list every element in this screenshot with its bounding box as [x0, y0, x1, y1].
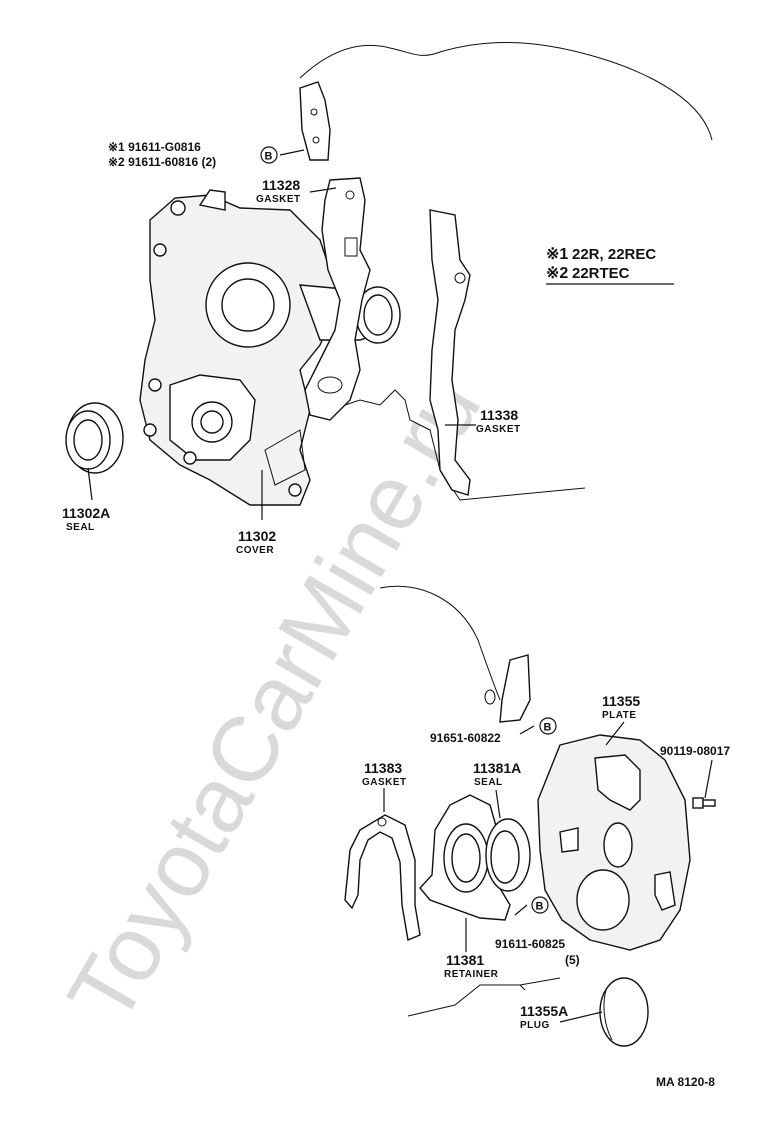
- part-number-91651: 91651-60822: [430, 731, 501, 745]
- note-1-text: 22R, 22REC: [572, 246, 656, 263]
- engine-block-outline-top: [299, 41, 713, 141]
- part-number-11381a: 11381A: [473, 760, 521, 776]
- part-name-11328: GASKET: [256, 194, 301, 205]
- marker-b-lower1-label: B: [544, 722, 552, 734]
- engine-block-outline-bottom: [379, 585, 501, 701]
- marker-b-lower1: [539, 717, 557, 735]
- part-number-11338: 11338: [480, 407, 518, 423]
- part-number-11302a: 11302A: [62, 505, 110, 521]
- part-name-11355a: PLUG: [520, 1020, 550, 1031]
- part-number-11302: 11302: [238, 528, 276, 544]
- seal-11302a: [65, 402, 124, 474]
- part-name-11383: GASKET: [362, 777, 407, 788]
- marker-b-lower2-label: B: [536, 901, 544, 913]
- bolt-90119: [692, 797, 716, 809]
- note-2-mark: ※2: [546, 265, 568, 282]
- leader-bracket-bottom: [519, 984, 526, 991]
- leader-11302a: [87, 467, 93, 501]
- part-number-90119: 90119-08017: [660, 744, 730, 758]
- part-number-11355a: 11355A: [520, 1003, 568, 1019]
- bolt-spec-line1: ※1 91611-G0816: [108, 140, 201, 154]
- leader-90119: [704, 759, 713, 799]
- leader-91651: [519, 725, 535, 735]
- part-number-11355: 11355: [602, 693, 640, 709]
- marker-b-lower2: [531, 896, 549, 914]
- bracket-top: [299, 81, 331, 161]
- part-name-11302a: SEAL: [66, 522, 95, 533]
- part-number-11328: 11328: [262, 177, 300, 193]
- part-name-11302: COVER: [236, 545, 274, 556]
- part-number-11381: 11381: [446, 952, 484, 968]
- leader-91611-60825: [514, 904, 528, 916]
- figure-code: MA 8120-8: [656, 1075, 715, 1089]
- leader-11381a: [495, 789, 501, 819]
- part-name-11355: PLATE: [602, 710, 637, 721]
- leader-11355a: [559, 1011, 603, 1023]
- part-qty-91611-60825: (5): [565, 953, 580, 967]
- part-name-11381: RETAINER: [444, 969, 499, 980]
- gasket-11383: [344, 814, 421, 941]
- note-1-mark: ※1: [546, 246, 568, 263]
- bracket-lower: [499, 654, 531, 723]
- part-name-11381a: SEAL: [474, 777, 503, 788]
- bolt-spec-line2: ※2 91611-60816 (2): [108, 155, 216, 169]
- engine-block-outline-bottom2: [407, 977, 561, 1017]
- leader-11355: [605, 721, 625, 746]
- leader-11328: [309, 187, 337, 193]
- seal-11381a: [485, 818, 531, 892]
- marker-b-top-label: B: [265, 151, 273, 163]
- note-2-text: 22RTEC: [572, 265, 630, 282]
- part-name-11338: GASKET: [476, 424, 521, 435]
- leader-bolt-top: [279, 149, 305, 156]
- part-number-11383: 11383: [364, 760, 402, 776]
- gasket-11338: [429, 209, 471, 496]
- plug-11355a: [599, 977, 649, 1047]
- marker-b-top: [260, 146, 278, 164]
- part-number-91611-60825: 91611-60825: [495, 937, 565, 951]
- timing-cover-11302: [139, 189, 401, 506]
